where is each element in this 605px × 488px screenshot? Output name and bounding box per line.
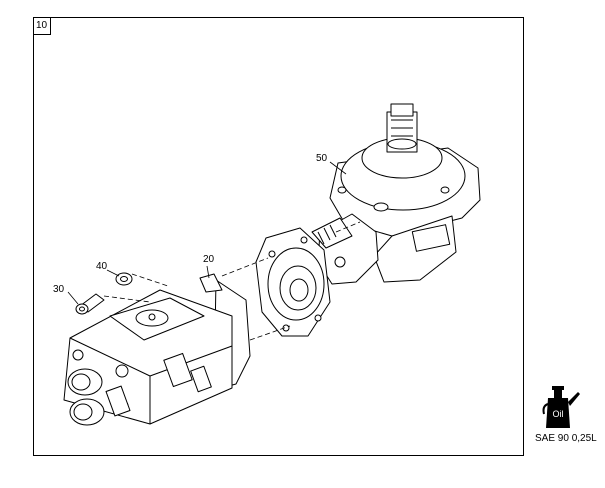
callout-20: 20 — [203, 254, 215, 265]
oil-label: Oil — [553, 409, 564, 419]
screw-part-30 — [75, 293, 105, 315]
figure-number: 10 — [33, 17, 51, 35]
oil-can-icon: Oil — [542, 386, 580, 428]
oil-spec: SAE 90 0,25L — [535, 433, 597, 444]
gearbox-part-50 — [311, 103, 481, 285]
flange — [255, 227, 331, 337]
leader-lines — [67, 161, 347, 305]
diagram-frame — [33, 17, 524, 456]
callout-30: 30 — [53, 284, 65, 295]
washer-part-40 — [115, 272, 133, 286]
callout-50: 50 — [316, 153, 328, 164]
pump-part-20 — [63, 273, 251, 426]
callout-40: 40 — [96, 261, 108, 272]
assembly-lines — [103, 221, 361, 341]
